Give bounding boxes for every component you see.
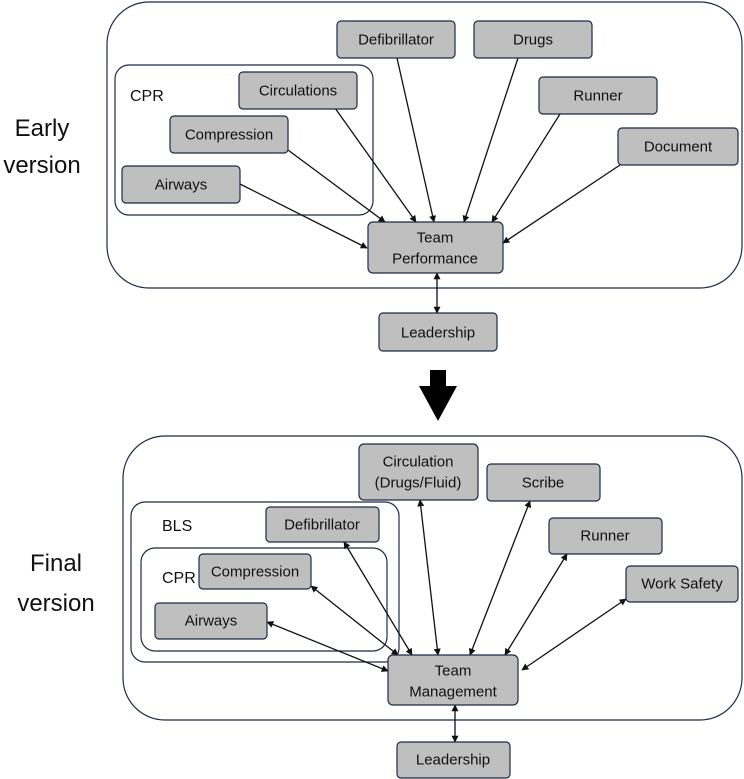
final-compression-node: Compression <box>198 553 312 590</box>
final-runner-label: Runner <box>580 528 629 545</box>
early-team-performance-node: Team Performance <box>367 221 504 274</box>
early-circulations-label: Circulations <box>259 83 337 100</box>
edge-airways-team <box>239 183 368 249</box>
early-label-line1: Early <box>15 115 70 142</box>
final-leadership-node: Leadership <box>396 741 511 779</box>
final-scribe-label: Scribe <box>522 475 565 492</box>
early-runner-node: Runner <box>538 76 658 115</box>
final-scribe-node: Scribe <box>486 463 601 502</box>
early-drugs-node: Drugs <box>473 20 593 59</box>
final-airways-node: Airways <box>154 602 268 640</box>
early-document-label: Document <box>644 139 713 156</box>
early-compression-label: Compression <box>185 127 273 144</box>
early-airways-node: Airways <box>121 165 241 204</box>
edge-defibrillator-team <box>396 57 437 223</box>
final-circulation-line1: Circulation <box>383 454 454 471</box>
final-team-management-line1: Team <box>435 663 472 680</box>
final-circulation-line2: (Drugs/Fluid) <box>375 475 462 492</box>
edge-compression-team <box>287 149 386 223</box>
edge-scribe-team <box>469 500 531 656</box>
early-leadership-node: Leadership <box>378 312 498 352</box>
final-team-management-line2: Management <box>409 684 497 701</box>
final-leadership-label: Leadership <box>416 752 490 769</box>
edge-drugs-team <box>462 57 519 223</box>
final-compression-label: Compression <box>211 564 299 581</box>
final-work-safety-label: Work Safety <box>641 576 723 593</box>
early-drugs-label: Drugs <box>513 32 553 49</box>
down-arrow-icon <box>419 370 457 421</box>
final-defibrillator-node: Defibrillator <box>265 506 380 543</box>
early-team-performance-line1: Team <box>417 230 454 247</box>
final-airways-label: Airways <box>185 613 238 630</box>
edge-airways-team <box>266 621 389 672</box>
final-work-safety-node: Work Safety <box>625 565 739 603</box>
final-defibrillator-label: Defibrillator <box>284 517 360 534</box>
edge-document-team <box>502 164 621 244</box>
early-cpr-label: CPR <box>130 88 164 105</box>
early-circulations-node: Circulations <box>238 71 358 110</box>
early-team-performance-line2: Performance <box>392 251 478 268</box>
final-label-line2: version <box>17 590 94 617</box>
edge-circulations-team <box>334 107 417 223</box>
final-label-line1: Final <box>30 550 82 577</box>
final-team-management-node: Team Management <box>387 654 519 706</box>
early-defibrillator-node: Defibrillator <box>336 20 456 59</box>
early-defibrillator-label: Defibrillator <box>358 32 434 49</box>
edge-circulation-team <box>417 499 441 656</box>
early-edges <box>239 57 621 314</box>
early-airways-label: Airways <box>155 177 208 194</box>
final-edges <box>266 499 627 743</box>
final-cpr-label: CPR <box>162 570 196 587</box>
final-runner-node: Runner <box>548 517 663 555</box>
final-bls-label: BLS <box>162 518 192 535</box>
early-compression-node: Compression <box>169 115 289 154</box>
edge-runner-team <box>491 113 561 223</box>
early-leadership-label: Leadership <box>401 325 475 342</box>
early-label-line2: version <box>3 152 80 179</box>
final-circulation-node: Circulation (Drugs/Fluid) <box>358 443 479 501</box>
early-runner-label: Runner <box>573 88 622 105</box>
edge-worksafety-team <box>521 598 627 671</box>
early-document-node: Document <box>617 127 739 166</box>
